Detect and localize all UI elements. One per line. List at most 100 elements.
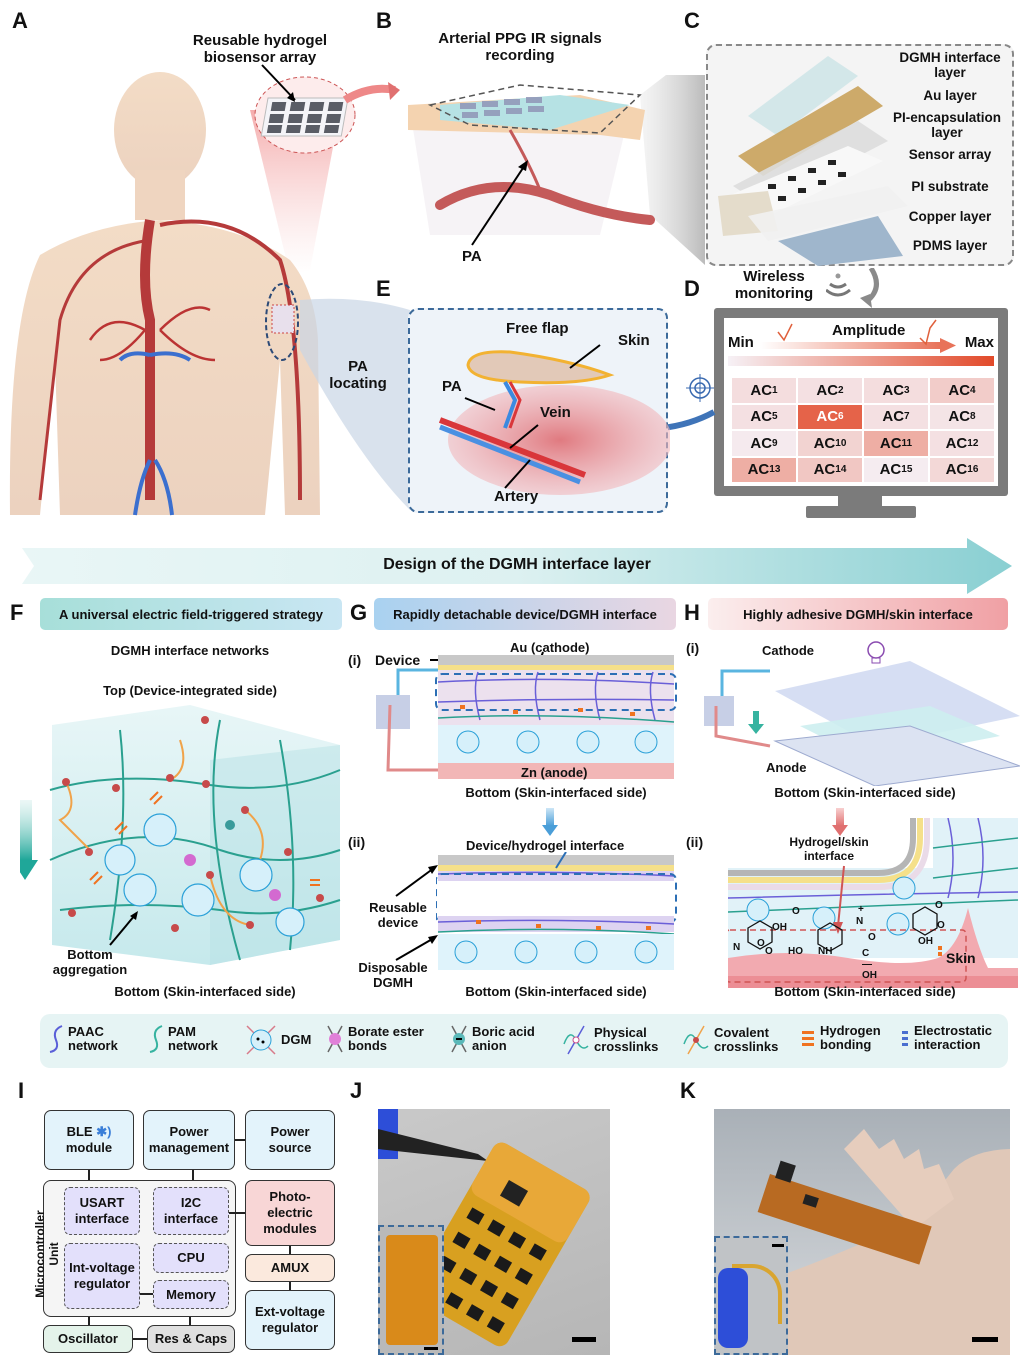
amux-block: AMUX [245, 1254, 335, 1282]
banner-title: Design of the DGMH interface layer [383, 556, 651, 573]
pa-pointer-arrow [471, 164, 526, 246]
panel-a-title-line1: Reusable hydrogel [192, 32, 328, 49]
connector [289, 1282, 291, 1290]
down-arrow-g [542, 808, 558, 836]
physical-crosslink-icon [563, 1025, 589, 1055]
chem-o: O [792, 906, 800, 917]
chem-n-plus: N [856, 916, 864, 927]
reusable-device-label: Reusable device [358, 900, 438, 930]
pam-network-icon [149, 1025, 163, 1053]
amplitude-arrow [760, 319, 956, 353]
monitor-stand-base [806, 506, 916, 518]
dgm-particle [143, 813, 177, 847]
ac-cell-base: AC [750, 434, 773, 452]
chem-o: O [935, 900, 943, 911]
down-arrow-h [832, 808, 848, 836]
chem-oh: OH [772, 922, 787, 933]
adhesive-interface-diagram-ii [728, 818, 1018, 988]
photo-line3: modules [263, 1221, 317, 1236]
sensor-array-sheet [260, 97, 349, 137]
legend-line2: network [168, 1038, 218, 1053]
disposable-line1: Disposable [358, 960, 428, 975]
panel-label-f: F [10, 600, 24, 625]
ble-module-block: BLE ✱)module [44, 1110, 134, 1170]
power-mgmt-line1: Power [169, 1124, 209, 1139]
layer-label-line2: layer [934, 65, 966, 80]
chem-o: O [765, 946, 773, 957]
ac-cell-subscript: 8 [970, 411, 976, 423]
ac-cell-subscript: 2 [838, 384, 844, 396]
i2c-line1: I2C [180, 1195, 202, 1210]
usart-line2: interface [74, 1211, 130, 1226]
design-banner-arrow [22, 538, 1012, 594]
layer-label-line1: DGMH interface [899, 50, 1001, 65]
vein-line [439, 424, 581, 485]
bottom-agg-line1: Bottom [67, 947, 113, 962]
arm-photo-illustration [714, 1129, 1010, 1355]
panel-label-e: E [376, 276, 391, 301]
ac-cell-base: AC [750, 381, 773, 399]
ac-cell-subscript: 14 [835, 464, 847, 476]
panel-label-a: A [12, 8, 28, 33]
connector [289, 1246, 291, 1254]
bottom-skin-side-label-g-i: Bottom (Skin-interfaced side) [465, 785, 647, 800]
connector [192, 1170, 194, 1180]
ble-line1: BLE [66, 1124, 93, 1139]
ac-cell-subscript: 12 [967, 437, 979, 449]
power-mgmt-line2: management [148, 1140, 230, 1155]
hydrogel-network-cube [20, 705, 341, 965]
chem-cooh: C—OH [862, 948, 877, 981]
flap-tissue [448, 385, 670, 495]
chem-o: O [757, 938, 765, 949]
ble-line2: module [65, 1140, 113, 1155]
ac-cell-base: AC [945, 434, 968, 452]
power-supply-box-h [704, 696, 734, 726]
connector [88, 1170, 90, 1180]
electrostatic-icon [902, 1031, 908, 1046]
chem-n: N [733, 942, 741, 953]
layer-label-line2: layer [931, 125, 963, 140]
ac-cell-base: AC [813, 461, 836, 479]
panel-label-i: I [18, 1078, 25, 1103]
photo-line1: Photo- [269, 1189, 311, 1204]
ac-cell-base: AC [948, 381, 971, 399]
ac-cell-base: AC [882, 408, 905, 426]
connector [88, 1317, 90, 1325]
layer-label-pi-substrate: PI substrate [911, 179, 989, 194]
dgm-particle [275, 907, 305, 937]
ac-cell-base: AC [879, 461, 902, 479]
arrow-a-to-b [342, 84, 396, 104]
dgm-icon [246, 1025, 276, 1055]
ac-cell-subscript: 3 [904, 384, 910, 396]
skin-surface [728, 908, 1018, 988]
bluetooth-icon: ✱) [96, 1124, 112, 1139]
disposable-dgmh-label: Disposable DGMH [348, 960, 438, 990]
power-source-line1: Power [270, 1124, 310, 1139]
device-hydrogel-interface-label: Device/hydrogel interface [466, 838, 625, 853]
flexible-sensor-on-arm [757, 1160, 932, 1265]
panel-a-title: Reusable hydrogel biosensor array [160, 32, 360, 66]
panel-e-box: Free flap Skin PA Vein Artery [408, 308, 670, 513]
int-volt-line2: regulator [73, 1276, 131, 1291]
anode-label: Anode [766, 760, 807, 775]
ac-cell-subscript: 10 [835, 437, 847, 449]
bottom-skin-side-label-f: Bottom (Skin-interfaced side) [114, 984, 296, 999]
